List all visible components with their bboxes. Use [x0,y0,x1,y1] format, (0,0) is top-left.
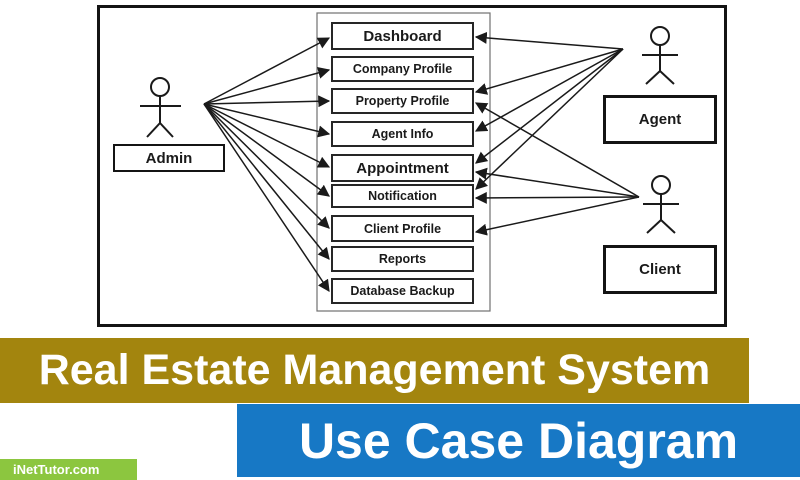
connector-agent-notification [475,48,624,190]
client-actor-icon [643,175,679,234]
connector-admin-reports [203,103,330,260]
watermark-text: iNetTutor.com [13,462,100,477]
use-case-dashboard: Dashboard [331,22,474,50]
use-case-client-profile: Client Profile [331,215,474,242]
use-case-database-backup: Database Backup [331,278,474,304]
connector-client-property-profile [474,102,640,198]
connector-admin-dashboard [203,37,331,105]
watermark-badge: iNetTutor.com [0,459,137,480]
client-actor-label-box: Client [603,245,717,294]
client-actor-label: Client [639,261,681,278]
use-case-property-profile: Property Profile [331,88,474,114]
admin-actor-label-box: Admin [113,144,225,172]
use-case-appointment: Appointment [331,154,474,182]
connector-admin-agent-info [203,103,331,138]
use-case-reports: Reports [331,246,474,272]
use-case-agent-info: Agent Info [331,121,474,147]
subtitle-text: Use Case Diagram [298,412,739,469]
connector-client-notification [474,191,640,204]
agent-actor-label-box: Agent [603,95,717,144]
connector-client-appointment [474,167,640,198]
connector-admin-notification [203,103,330,197]
connector-agent-appointment [475,48,624,164]
connector-admin-appointment [203,103,331,168]
agent-connectors [474,31,624,190]
connector-admin-property-profile [203,95,331,108]
agent-actor-icon [642,26,678,85]
client-connectors [474,102,640,236]
use-case-company-profile: Company Profile [331,56,474,82]
admin-connectors [203,37,331,292]
diagram-canvas [140,12,679,312]
subtitle-banner: Use Case Diagram [237,404,800,477]
agent-actor-label: Agent [638,111,682,128]
connector-admin-database-backup [203,103,330,292]
title-text: Real Estate Management System [38,346,711,394]
use-case-notification: Notification [331,184,474,208]
admin-actor-icon [140,77,181,138]
connector-agent-property-profile [474,48,624,95]
connector-admin-company-profile [203,67,331,105]
admin-actor-label: Admin [145,149,193,167]
connector-agent-dashboard [474,31,624,50]
connector-client-client-profile [474,196,640,236]
title-banner: Real Estate Management System [0,338,749,403]
connector-admin-client-profile [203,103,330,229]
